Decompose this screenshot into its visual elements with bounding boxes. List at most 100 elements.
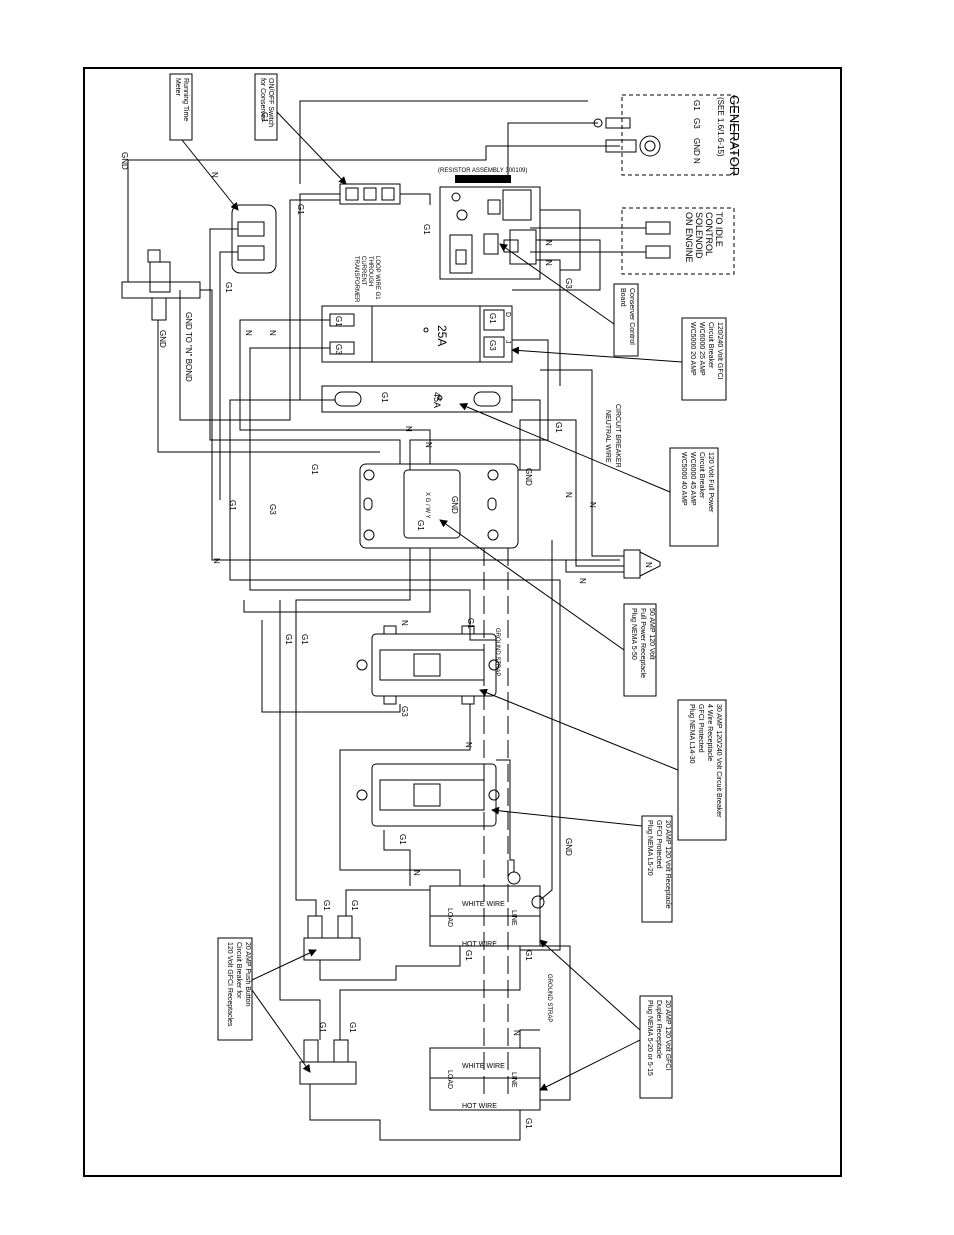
label-g1-20a: G1 (398, 834, 407, 845)
label-g1-gfci1-b: G1 (524, 950, 533, 961)
callout-duplex-gfci: 20 AMP 120 Volt GFCI Duplex Receptacle P… (539, 939, 673, 1099)
label-g1-25a: G1 (334, 316, 343, 327)
label-n-meter: N (210, 172, 219, 178)
pushbtn-line-1: 20 AMP Push Button (244, 942, 251, 1007)
push-button-breaker-2 (299, 1039, 357, 1085)
label-gnd-bond: GND TO "N" BOND (184, 312, 193, 382)
label-cb-neutral-2: NEUTRAL WIRE (604, 410, 611, 463)
label-ground-strap: GROUND STRAP (546, 974, 552, 1022)
label-gnd-right: GND (564, 838, 573, 856)
gfci1-white-wire: WHITE WIRE (462, 901, 505, 908)
gfci-receptacle-2: WHITE WIRE HOT WIRE LOAD LINE (429, 1047, 541, 1111)
label-g1-switch: G1 (296, 204, 305, 215)
duplex-line-2: Duplex Receptacle (655, 1000, 662, 1059)
breaker-45a: 45A (321, 385, 513, 413)
generator-gndn-label: GND N (692, 138, 701, 164)
gfci1-load: LOAD (446, 908, 453, 927)
duplex-line-1: 20 AMP 120 Volt GFCI (664, 1000, 671, 1070)
onoff-switch (339, 183, 401, 205)
recept20-line-3: Plug NEMA L5-20 (646, 820, 653, 876)
label-g3-left: G3 (268, 504, 277, 515)
generator-title: GENERATOR (727, 95, 742, 176)
running-meter-line-1: Running Time (182, 78, 189, 121)
label-cb-neutral-1: CIRCUIT BREAKER (614, 404, 621, 468)
label-gnd-top: GND (120, 152, 129, 170)
callout-gfci-breaker: 120/240 Volt GFCI Circuit Breaker WC6000… (511, 317, 727, 401)
label-g1-top: G1 (260, 112, 269, 123)
generator-g3-label: G3 (692, 118, 701, 129)
current-transformer-note: LOOP WIRE G1 THROUGH CURRENT TRANSFORMER (353, 256, 380, 303)
full-breaker-line-3: WC6000 45 AMP (689, 452, 696, 506)
full-breaker-line-2: Circuit Breaker (698, 452, 705, 499)
recept30-line-3: GFCI Protected (697, 704, 704, 753)
label-n-25a-left2: N (268, 330, 277, 336)
gfci-breaker-line-4: WC5000 20 AMP (689, 322, 696, 376)
label-g3-25a: G3 (334, 344, 343, 355)
breaker-45a-label: 45A (432, 392, 442, 408)
onoff-line-2: for Conserver (259, 78, 266, 121)
ct-line-1: LOOP WIRE G1 (374, 256, 380, 300)
label-gnd-tee: GND (158, 330, 167, 348)
callout-running-time-meter: Running Time Meter (169, 73, 239, 211)
label-g1-gfci2: G1 (524, 1118, 533, 1129)
label-g1-gfci1-a: G1 (464, 950, 473, 961)
idle-line-4: ON ENGINE (684, 212, 694, 263)
label-g1-push-3: G1 (318, 1022, 327, 1033)
diagram-frame (83, 67, 842, 1177)
label-g1-board: G1 (422, 224, 431, 235)
generator-g1-label: G1 (692, 100, 701, 111)
callout-30a-receptacle: 30 AMP 120/240 Volt Circuit Breaker 4 Wi… (479, 688, 727, 841)
label-g1-30a-top: G1 (466, 618, 475, 629)
receptacle-50a-plate: X G / W Y (359, 463, 519, 549)
label-j: J (504, 340, 511, 344)
label-n-mid-2: N (424, 442, 433, 448)
ct-line-4: TRANSFORMER (353, 256, 359, 303)
label-n-board-2: N (544, 240, 553, 246)
ct-line-3: CURRENT (360, 256, 366, 286)
push-button-breaker-1 (303, 915, 361, 961)
gfci1-hot-wire: HOT WIRE (462, 941, 497, 948)
idle-line-3: SOLENOID (694, 212, 704, 259)
callout-push-button-breaker: 20 AMP Push Button Circuit Breaker for 1… (217, 937, 317, 1073)
label-g3-board: G3 (564, 278, 573, 289)
receptacle-30a (356, 625, 500, 705)
label-g3-30a: G3 (400, 706, 409, 717)
wiring (127, 100, 646, 1141)
recept50-line-1: 50 AMP 120 Volt (648, 608, 655, 660)
label-n-gfci1: N (412, 870, 421, 876)
callout-50a-receptacle: 50 AMP 120 Volt Full Power Receptacle Pl… (439, 519, 657, 697)
idle-line-1: TO IDLE (714, 212, 724, 247)
label-n-right-1: N (588, 502, 597, 508)
generator-subtitle: (SEE 1.6/1.6-15) (716, 97, 725, 157)
gfci1-line: LINE (510, 910, 517, 926)
gfci2-load: LOAD (446, 1070, 453, 1089)
gfci-breaker-line-2: Circuit Breaker (707, 322, 714, 369)
gfci-receptacle-1: WHITE WIRE HOT WIRE LOAD LINE (429, 871, 545, 948)
label-n-right-2: N (564, 492, 573, 498)
breaker-25a: 25A (321, 305, 513, 363)
label-g3-25a-right: G3 (488, 340, 497, 351)
gfci-breaker-line-1: 120/240 Volt GFCI (716, 322, 723, 380)
pushbtn-line-3: 120 Volt GFCI Receptacles (226, 942, 233, 1027)
label-n-25a-left: N (244, 330, 253, 336)
full-breaker-line-1: 120 Volt Full Power (707, 452, 714, 513)
label-n-20a-top: N (464, 742, 473, 748)
generator-block: GENERATOR (SEE 1.6/1.6-15) G1 G3 GND N (593, 94, 742, 176)
recept50-line-3: Plug NEMA 5-50 (630, 608, 637, 660)
label-g1-push-4: G1 (348, 1022, 357, 1033)
label-n-board-1: N (544, 260, 553, 266)
label-g1-left-b: G1 (228, 500, 237, 511)
gfci-breaker-line-3: WC6000 25 AMP (698, 322, 705, 376)
callout-onoff-switch: ON/OFF Switch for Conserver (254, 73, 347, 185)
label-g1-push-1: G1 (322, 900, 331, 911)
label-g1-45a: G1 (380, 392, 389, 403)
callout-20a-receptacle: 20 AMP 120 Volt Receptacle GFCI Protecte… (491, 806, 673, 923)
recept30-line-1: 30 AMP 120/240 Volt Circuit Breaker (715, 704, 722, 818)
wire-labels: GND G1 N G1 G1 G1 N N G3 GND TO "N" BOND… (120, 112, 653, 1129)
label-g1-left-d: G1 (300, 634, 309, 645)
label-n-30a-top: N (400, 620, 409, 626)
breaker-25a-label: 25A (435, 325, 449, 346)
idle-line-2: CONTROL (704, 212, 714, 256)
label-n-bottom-conn: N (578, 578, 587, 584)
resistor-label: (RESISTOR ASSEMBLY 300109) (438, 168, 527, 174)
